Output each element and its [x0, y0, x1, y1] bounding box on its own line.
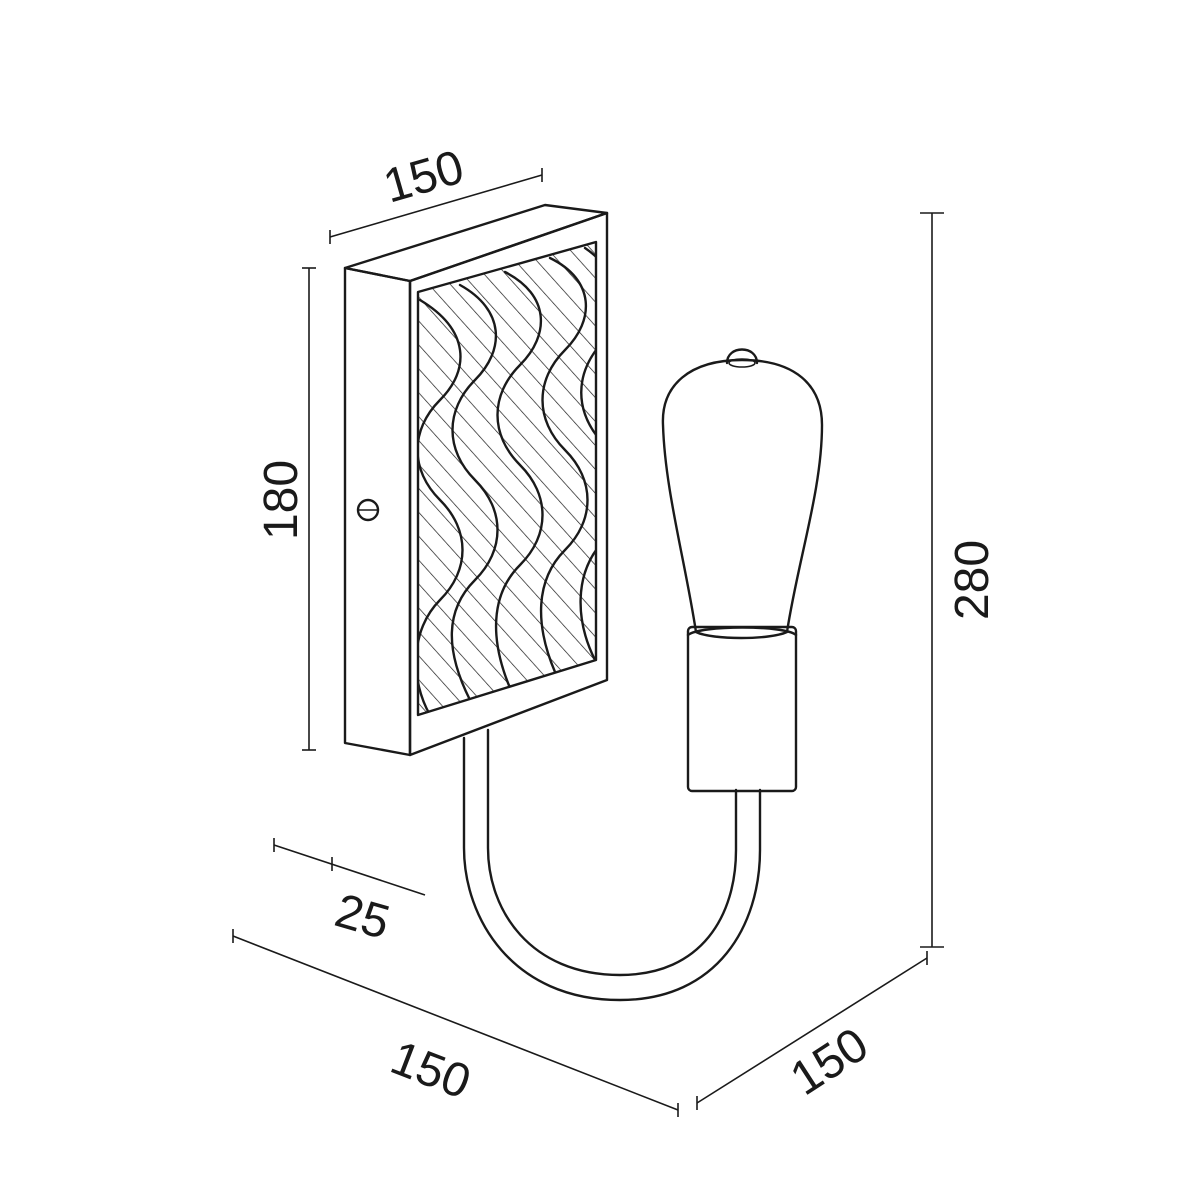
mounting-screw [356, 498, 380, 522]
bulb-tip-dot [728, 358, 756, 368]
wave-line-1 [418, 298, 464, 715]
arm-inner-curve [486, 728, 738, 977]
wave-line-3 [494, 270, 544, 690]
dim-plate-width: 150 [329, 141, 543, 244]
backplate-front-frame [408, 211, 609, 757]
dim-plate-width-label: 150 [378, 141, 470, 214]
wave-panel [418, 242, 596, 715]
dim-line [329, 174, 543, 238]
dim-total-height-label: 280 [946, 540, 999, 620]
arm-outer-curve [462, 736, 762, 1002]
lamp-arm [462, 728, 762, 1002]
socket-collar [686, 626, 798, 637]
dim-plate-height-label: 180 [255, 460, 308, 540]
dim-base-depth-label: 150 [782, 1018, 878, 1106]
dim-line [273, 844, 426, 896]
bulb-tip [725, 348, 759, 365]
dim-base-width-label: 150 [384, 1031, 478, 1109]
dim-line [696, 957, 928, 1104]
light-bulb [661, 348, 824, 640]
bulb-outline [661, 358, 824, 640]
dim-plate-depth: 25 [273, 838, 426, 950]
dim-total-height: 280 [920, 212, 999, 948]
dim-plate-height: 180 [255, 267, 316, 751]
dim-base-depth: 150 [696, 951, 928, 1110]
wave-hatch-fill [418, 242, 596, 715]
wave-line-4 [539, 256, 589, 674]
dim-base-width: 150 [232, 929, 679, 1117]
wave-line-5 [579, 246, 596, 662]
wave-line-2 [450, 283, 499, 702]
bulb-socket [686, 625, 798, 793]
dim-line [232, 935, 679, 1111]
socket-body [686, 625, 798, 793]
dim-plate-depth-label: 25 [329, 884, 395, 950]
